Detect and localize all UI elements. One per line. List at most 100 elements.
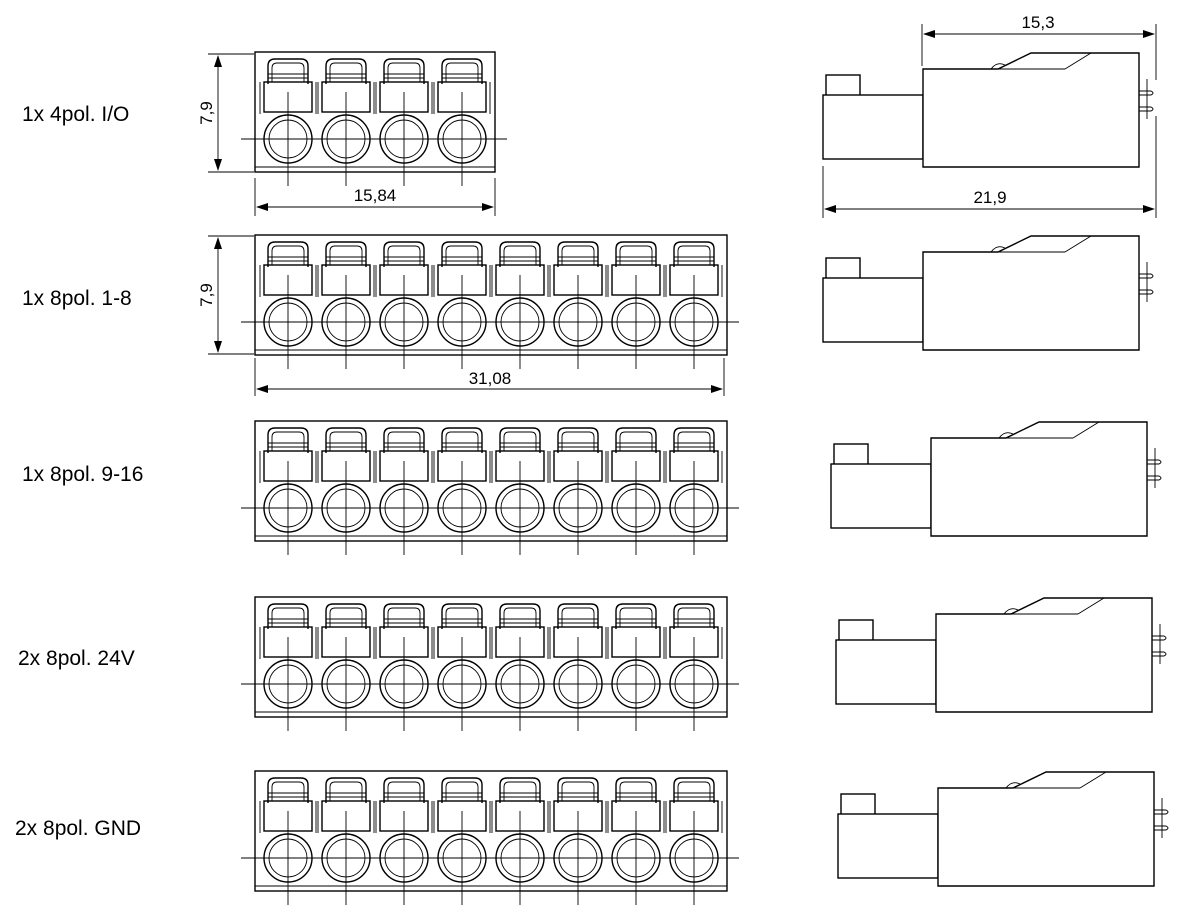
pole-4: [433, 603, 491, 731]
pole-5: [491, 603, 549, 731]
pole-5: [491, 427, 549, 555]
side-pin: [1152, 635, 1167, 641]
side-lip: [825, 74, 861, 98]
spring-lever: [557, 427, 599, 453]
spring-lever-inner: [271, 607, 305, 627]
side-pin: [1139, 106, 1154, 112]
row-label-2: 1x 8pol. 1-8: [22, 287, 132, 310]
spring-lever: [499, 777, 541, 803]
spring-lever: [325, 603, 367, 629]
side-lip: [825, 257, 861, 281]
row-label-1: 1x 4pol. I/O: [22, 103, 129, 126]
dimension-label-height-4pol: 7,9: [197, 101, 216, 125]
pole-3: [375, 58, 433, 186]
pole-1: [259, 241, 317, 369]
spring-lever: [615, 777, 657, 803]
connector-front-5: [241, 770, 739, 905]
pole-2: [317, 603, 375, 731]
spring-lever: [557, 241, 599, 267]
pole-1: [259, 58, 317, 186]
spring-lever: [499, 241, 541, 267]
spring-lever-inner: [619, 245, 653, 265]
connector-side-1: [822, 52, 1154, 168]
dimension-side-total: 21,9: [822, 116, 1157, 218]
connector-front-3: [241, 420, 739, 555]
spring-lever-inner: [387, 781, 421, 801]
side-pin: [1152, 651, 1167, 657]
connector-front-1: [241, 51, 507, 186]
spring-lever: [383, 427, 425, 453]
spring-lever: [325, 241, 367, 267]
pole-6: [549, 427, 607, 555]
side-pin: [1139, 289, 1154, 295]
pole-1: [259, 777, 317, 905]
spring-lever: [267, 241, 309, 267]
spring-lever-inner: [561, 781, 595, 801]
dimension-label-side-total: 21,9: [973, 188, 1006, 207]
pole-7: [607, 427, 665, 555]
spring-lever-inner: [329, 431, 363, 451]
side-bevel: [1064, 235, 1092, 253]
spring-lever: [615, 241, 657, 267]
spring-lever-inner: [329, 245, 363, 265]
pole-3: [375, 603, 433, 731]
spring-lever-inner: [387, 245, 421, 265]
pole-4: [433, 241, 491, 369]
spring-lever: [267, 603, 309, 629]
spring-lever: [557, 777, 599, 803]
spring-lever: [673, 241, 715, 267]
pole-7: [607, 603, 665, 731]
pole-2: [317, 777, 375, 905]
spring-lever: [615, 603, 657, 629]
side-notch: [1003, 608, 1019, 615]
pole-6: [549, 777, 607, 905]
side-lip: [840, 793, 876, 817]
pole-6: [549, 241, 607, 369]
spring-lever-inner: [619, 607, 653, 627]
spring-lever: [441, 777, 483, 803]
side-main-body: [922, 235, 1140, 351]
side-main-body: [937, 771, 1155, 887]
row-label-5: 2x 8pol. GND: [15, 817, 141, 840]
spring-lever: [383, 58, 425, 84]
side-pin: [1154, 809, 1169, 815]
spring-lever-inner: [677, 607, 711, 627]
side-main-body: [930, 421, 1148, 537]
spring-lever: [267, 777, 309, 803]
pole-3: [375, 427, 433, 555]
spring-lever-inner: [445, 431, 479, 451]
dimension-height-4pol: 7,9: [197, 53, 254, 173]
dimension-label-width-4pol: 15,84: [354, 186, 397, 205]
spring-lever: [325, 58, 367, 84]
pole-6: [549, 603, 607, 731]
spring-lever: [673, 603, 715, 629]
row-label-4: 2x 8pol. 24V: [18, 647, 135, 670]
side-notch: [990, 246, 1006, 253]
row-label-3: 1x 8pol. 9-16: [22, 463, 143, 486]
spring-lever: [267, 427, 309, 453]
side-pin: [1139, 90, 1154, 96]
side-bevel: [1079, 771, 1107, 789]
pole-8: [665, 603, 723, 731]
side-notch: [998, 432, 1014, 439]
side-pin: [1147, 475, 1162, 481]
dimension-label-side-top: 15,3: [1021, 13, 1054, 32]
connector-front-4: [241, 596, 739, 731]
spring-lever: [325, 777, 367, 803]
side-front-body: [830, 463, 932, 529]
side-main-body: [922, 52, 1140, 168]
side-pin: [1147, 459, 1162, 465]
spring-lever: [615, 427, 657, 453]
spring-lever-inner: [329, 781, 363, 801]
spring-lever: [383, 603, 425, 629]
pole-4: [433, 427, 491, 555]
front-views: [241, 51, 739, 905]
side-views: [822, 52, 1169, 887]
side-main-body: [935, 597, 1153, 713]
spring-lever-inner: [271, 245, 305, 265]
dimension-height-8pol: 7,9: [197, 235, 254, 355]
spring-lever-inner: [329, 607, 363, 627]
spring-lever-inner: [677, 431, 711, 451]
spring-lever-inner: [445, 607, 479, 627]
